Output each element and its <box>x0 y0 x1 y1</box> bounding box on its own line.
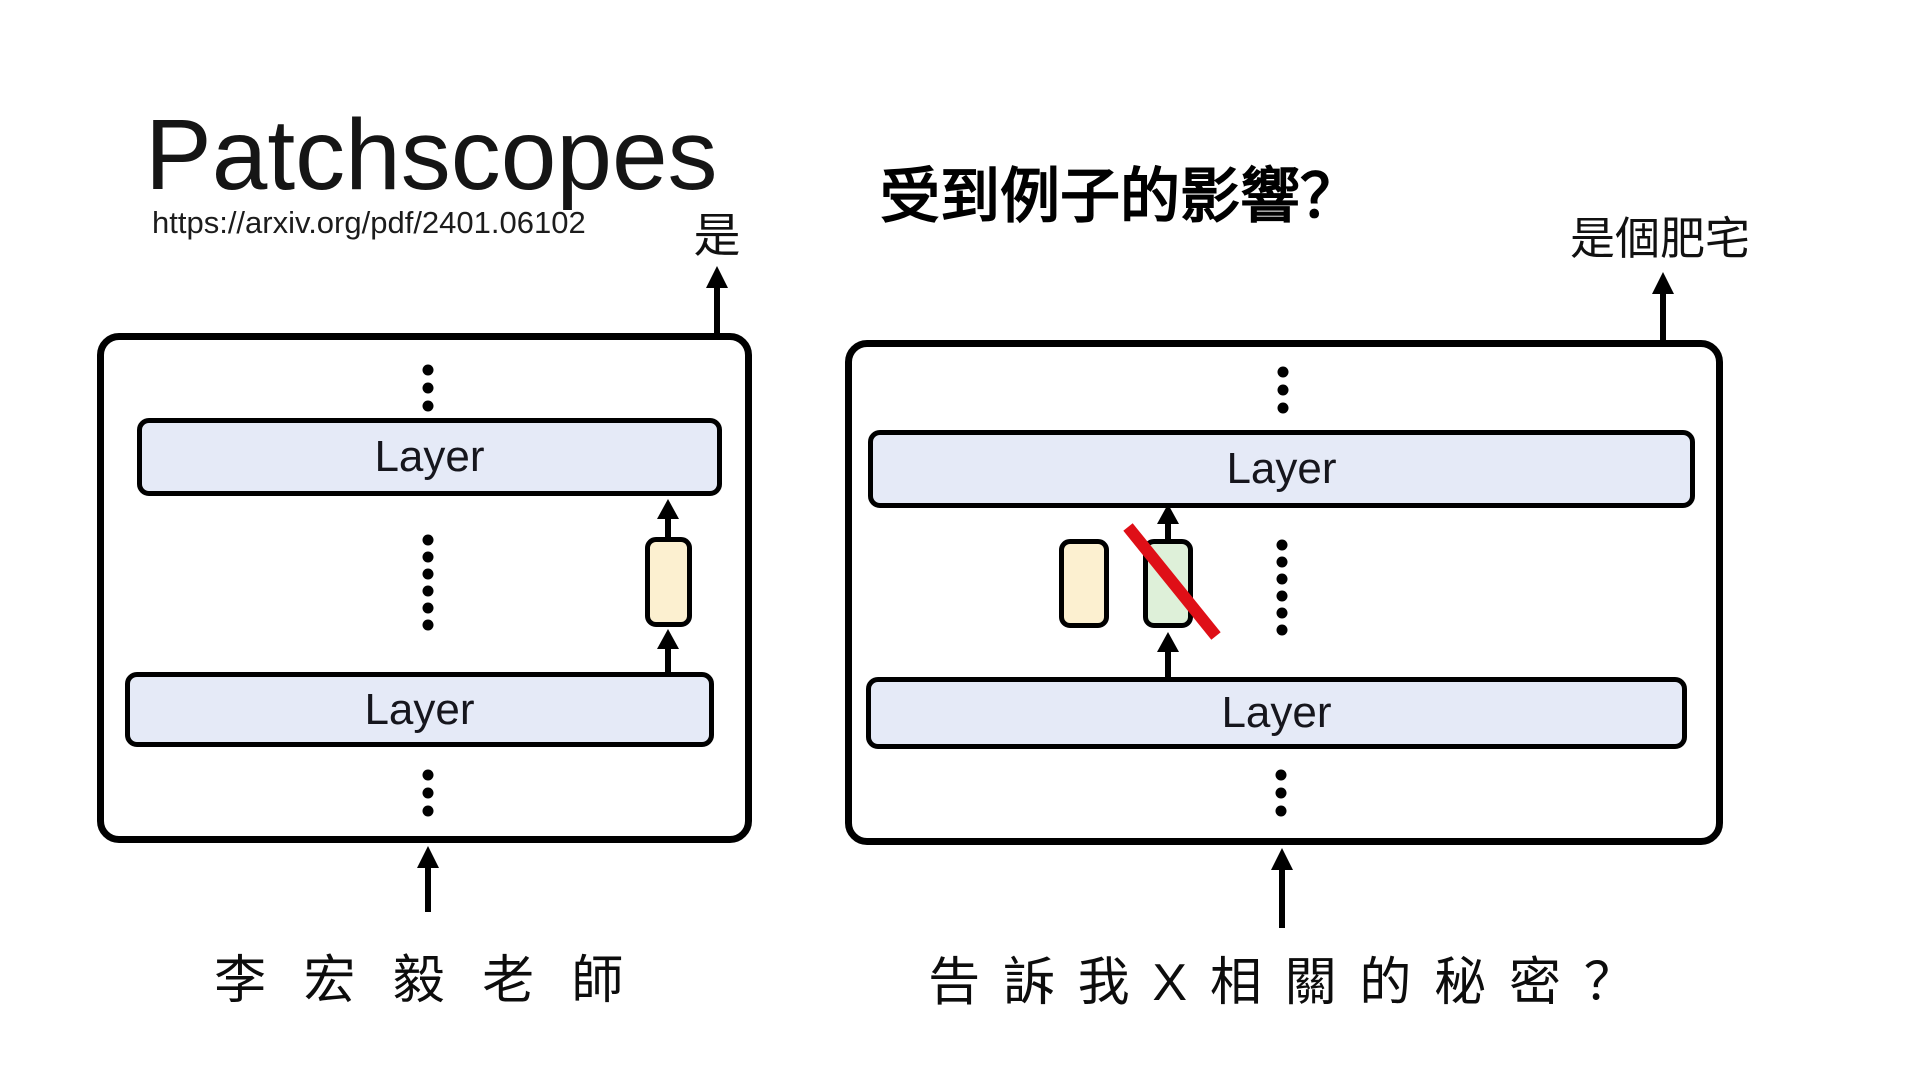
right-top-layer-box: Layer <box>868 430 1695 508</box>
right-patched-token-box <box>1143 539 1193 628</box>
right-bottom-layer-label: Layer <box>1221 688 1332 737</box>
right-input-prompt: 告 訴 我 X 相 關 的 秘 密 ？ <box>928 954 1640 1012</box>
right-model-box <box>845 340 1723 845</box>
page-title: Patchscopes <box>145 99 718 211</box>
left-top-layer-label: Layer <box>374 432 485 481</box>
left-top-layer-box: Layer <box>137 418 722 496</box>
left-bottom-layer-label: Layer <box>364 684 475 734</box>
right-input-arrow <box>1271 848 1293 928</box>
right-source-token-box <box>1059 539 1109 628</box>
left-output-arrow <box>706 266 728 333</box>
arxiv-url: https://arxiv.org/pdf/2401.06102 <box>152 205 586 240</box>
right-output-label: 是個肥宅 <box>1569 213 1750 264</box>
left-source-token-box <box>645 537 692 627</box>
left-bottom-layer-box: Layer <box>125 672 714 747</box>
left-input-arrow <box>417 846 439 912</box>
right-top-layer-label: Layer <box>1226 444 1337 493</box>
question-heading: 受到例子的影響？ <box>880 163 1360 230</box>
left-input-prompt: 李 宏 毅 老 師 <box>214 952 635 1010</box>
right-bottom-layer-box: Layer <box>866 677 1687 749</box>
right-output-arrow <box>1652 272 1674 340</box>
left-output-label: 是 <box>693 209 741 262</box>
